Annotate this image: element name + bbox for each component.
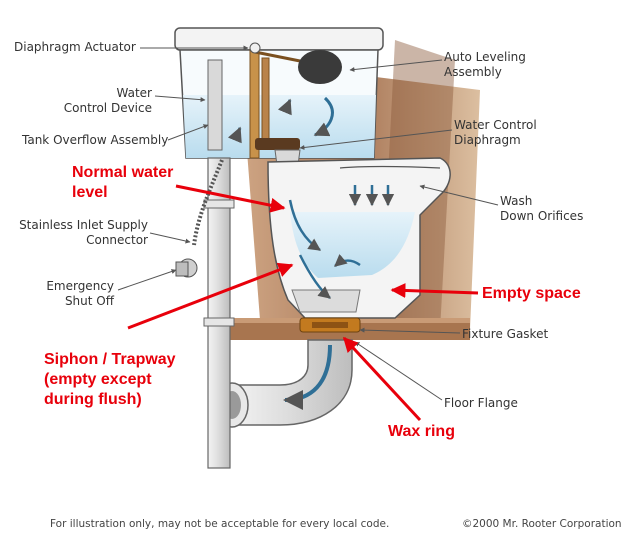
label-water-control-device-line2: Control Device <box>63 101 152 115</box>
label-emergency-line2: Shut Off <box>64 294 114 308</box>
annotation-normal-water-line1: Normal water <box>72 164 174 181</box>
annotation-empty-space: Empty space <box>482 285 581 302</box>
annotation-normal-water-line2: level <box>72 184 108 201</box>
label-floor-flange: Floor Flange <box>444 396 518 410</box>
annotation-arrows <box>127 184 479 422</box>
wash-down-arrows <box>288 185 395 299</box>
annotation-siphon-line2: (empty except <box>44 371 152 388</box>
label-fixture-gasket: Fixture Gasket <box>462 327 549 341</box>
drain-pipe <box>215 339 353 428</box>
label-diaphragm-actuator: Diaphragm Actuator <box>14 40 136 54</box>
label-wash-down-line2: Down Orifices <box>500 209 584 223</box>
label-auto-leveling-line1: Auto Leveling <box>444 50 526 64</box>
supply-pipe <box>203 157 235 469</box>
label-stainless-inlet-line2: Connector <box>86 233 148 247</box>
footer-disclaimer: For illustration only, may not be accept… <box>50 518 390 530</box>
annotation-siphon-line3: during flush) <box>44 391 142 408</box>
wax-ring-flange <box>299 317 361 333</box>
inlet-connector-hose <box>175 159 224 278</box>
label-water-control-diaphragm-line1: Water Control <box>454 118 537 132</box>
annotation-wax-ring: Wax ring <box>388 423 455 440</box>
footer-copyright: ©2000 Mr. Rooter Corporation <box>462 518 622 530</box>
label-emergency-line1: Emergency <box>46 279 114 293</box>
annotation-siphon-line1: Siphon / Trapway <box>44 351 176 368</box>
label-auto-leveling-line2: Assembly <box>444 65 502 79</box>
label-wash-down-line1: Wash <box>500 194 533 208</box>
label-water-control-device-line1: Water <box>116 86 152 100</box>
label-tank-overflow: Tank Overflow Assembly <box>22 133 169 147</box>
label-stainless-inlet-line1: Stainless Inlet Supply <box>19 218 148 232</box>
label-water-control-diaphragm-line2: Diaphragm <box>454 133 521 147</box>
leader-lines <box>117 45 499 401</box>
tank-flow-arrows <box>227 96 334 144</box>
